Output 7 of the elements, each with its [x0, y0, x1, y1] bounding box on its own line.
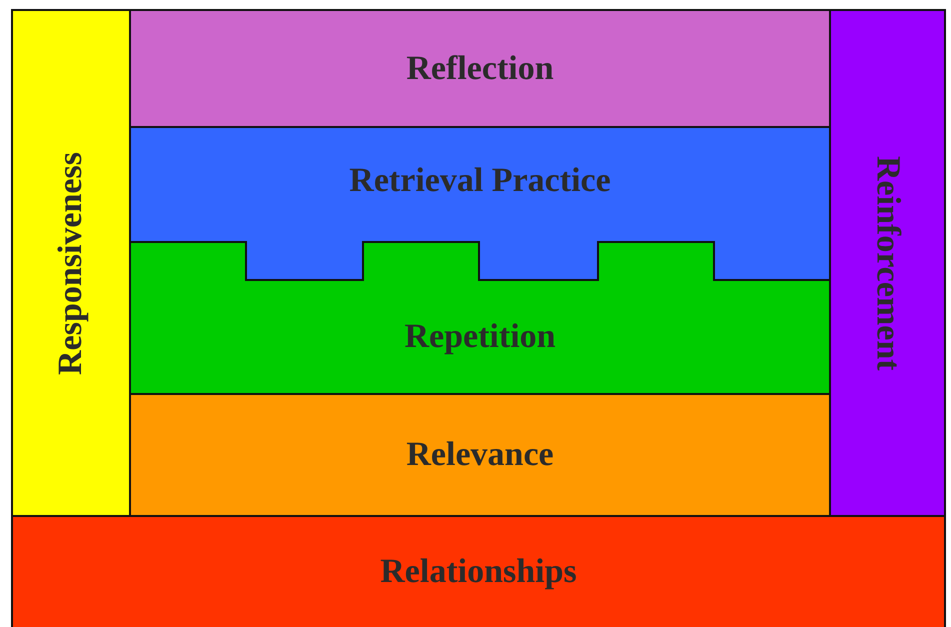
layer-label: Relevance: [406, 438, 554, 472]
layer-label: Reflection: [406, 52, 554, 86]
layer-label: Relationships: [380, 555, 577, 589]
layer-label: Responsiveness: [54, 152, 88, 374]
layer-label: Repetition: [404, 320, 556, 354]
layer-label: Retrieval Practice: [349, 164, 611, 198]
layer-label: Reinforcement: [870, 156, 904, 370]
